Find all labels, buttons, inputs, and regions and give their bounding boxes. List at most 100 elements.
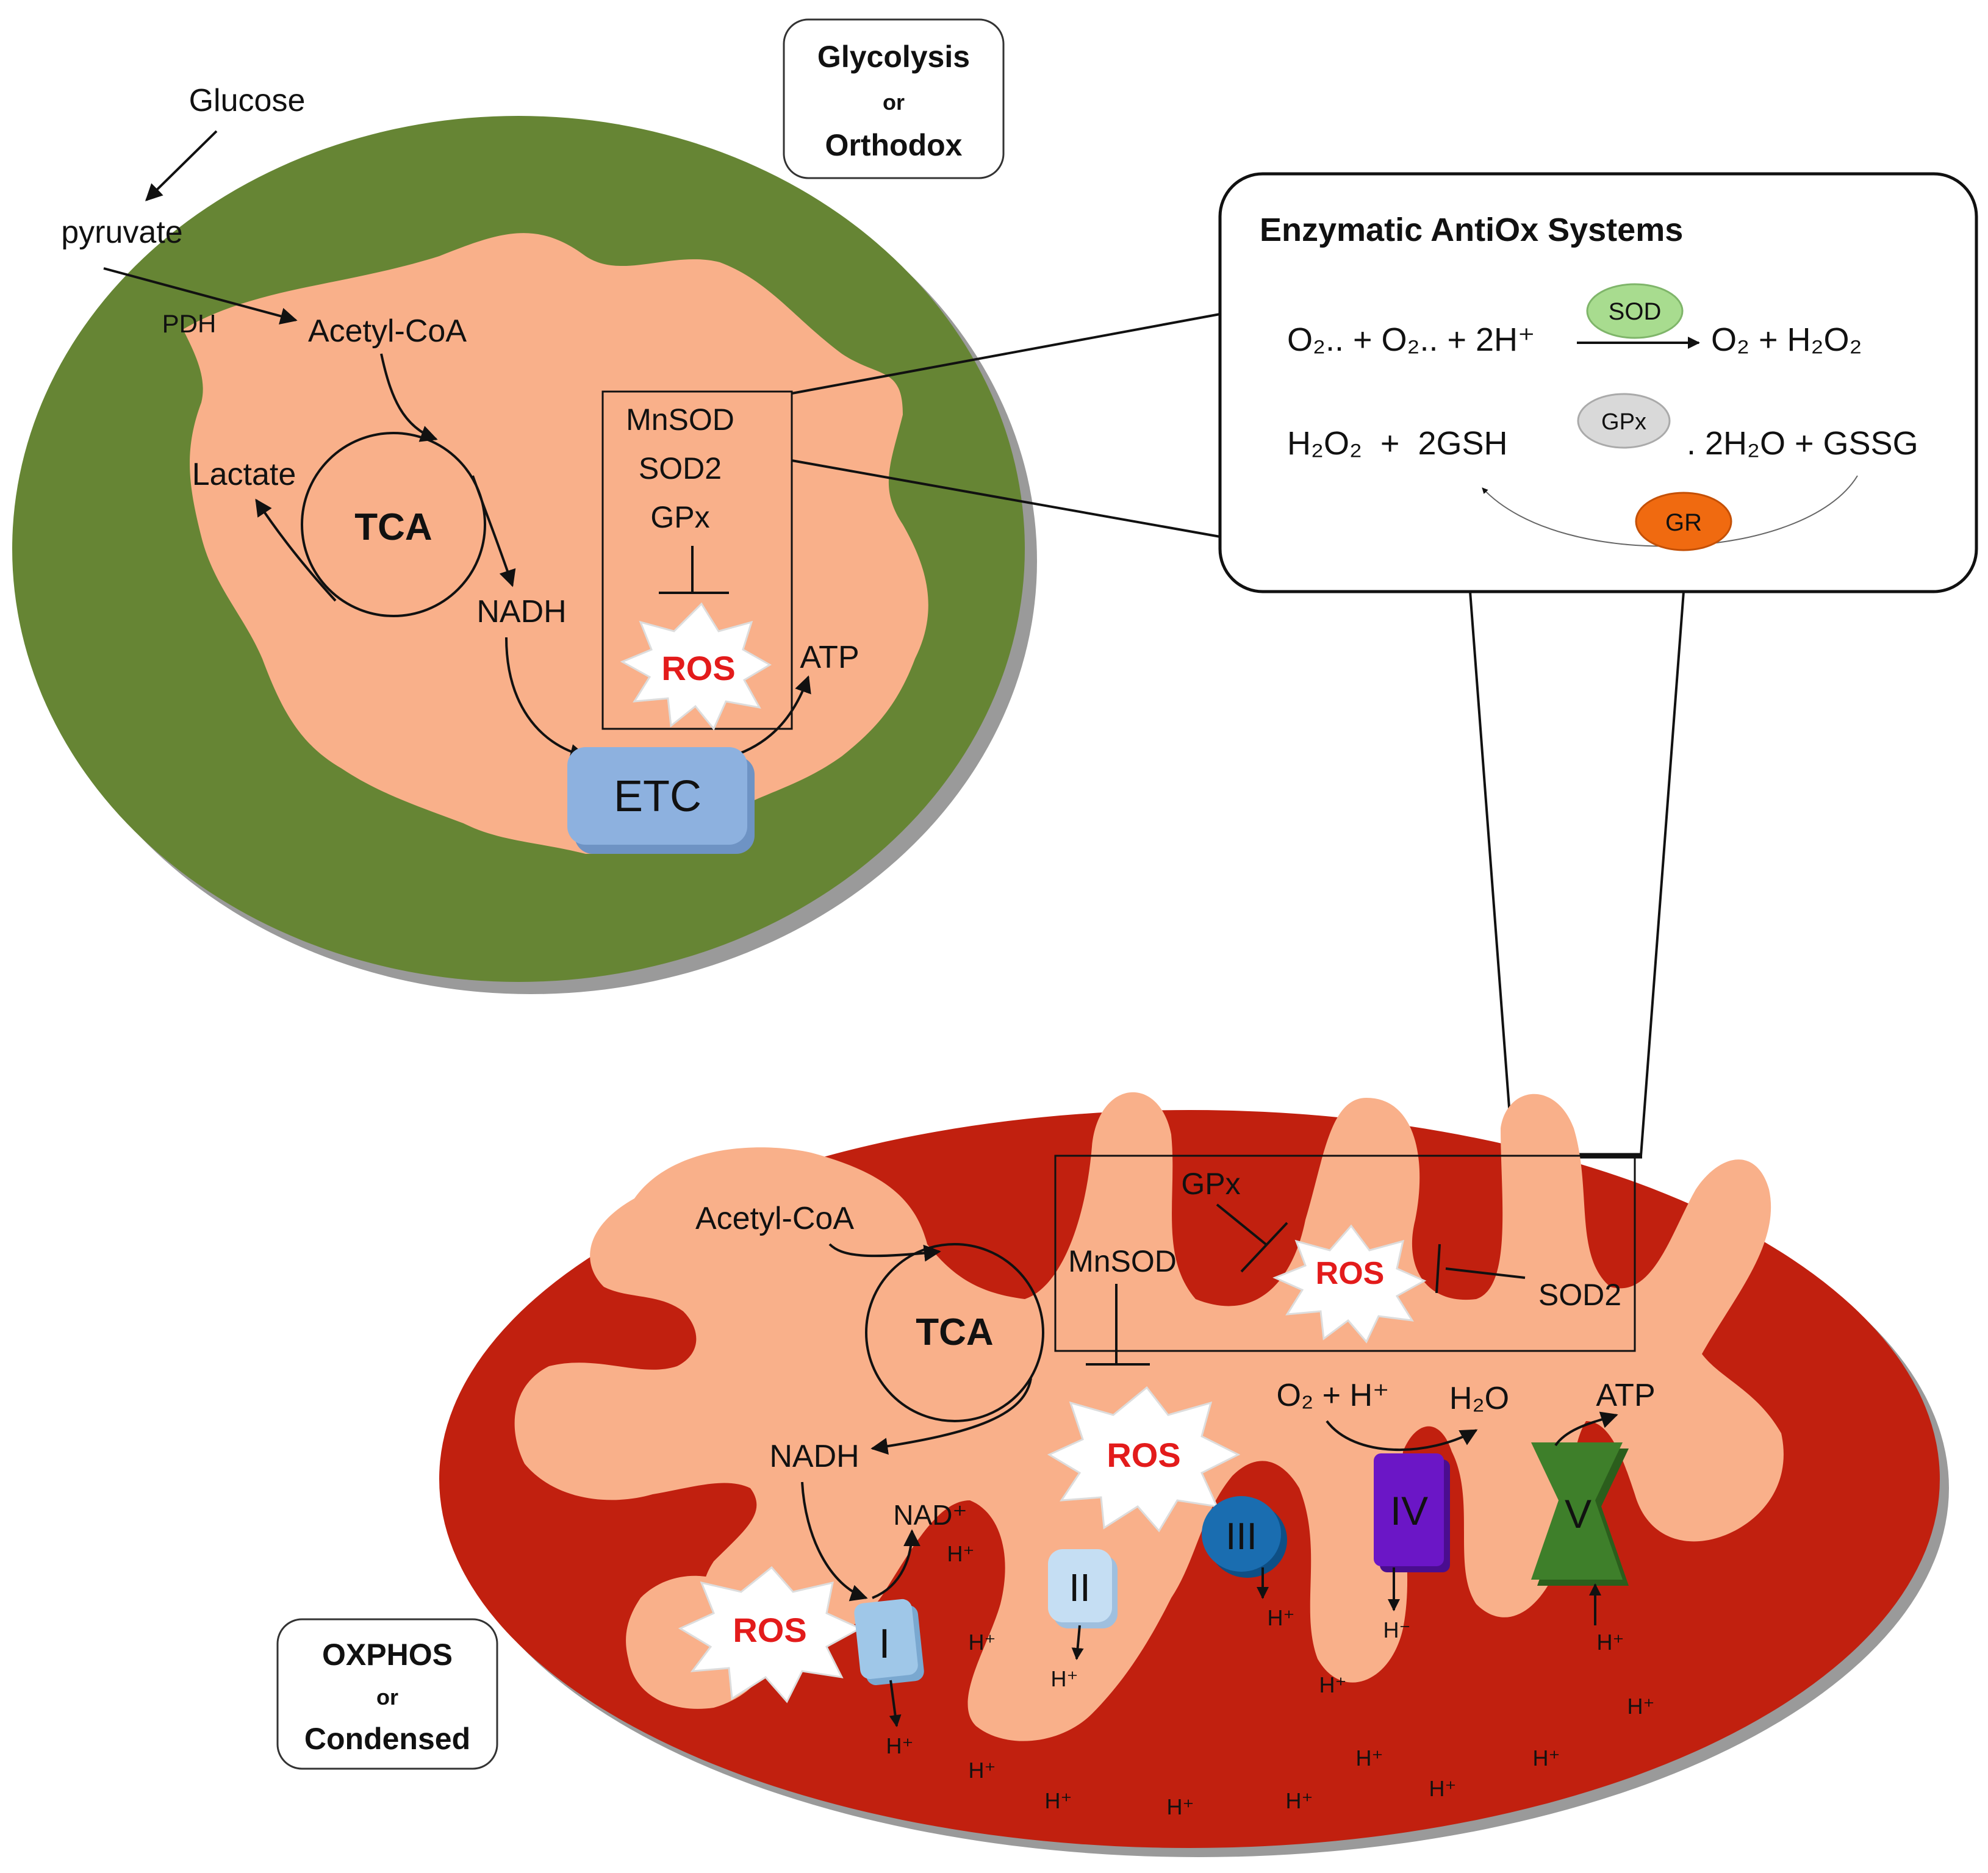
tca-to-nadh-arrow [472,475,516,587]
callout-bottom-line-2 [1640,591,1685,1156]
bottom-tca-to-nadh-arrow [870,1378,1032,1455]
complex-i-proton-arrow [889,1680,902,1727]
bottom-gpx-label: GPx [1181,1167,1240,1201]
nadh-to-complex-i-arrow [801,1481,868,1602]
gpx-badge [1577,393,1671,449]
complex-v: V [1531,1442,1629,1586]
proton-label: H⁺ [1356,1746,1383,1771]
orthodox-label: Orthodox [825,128,963,162]
oxphos-label-box: OXPHOS or Condensed [276,1618,498,1770]
complex-ii-proton-arrow [1071,1625,1084,1660]
glycolysis-label-box: Glycolysis or Orthodox [783,18,1005,179]
bottom-mnsod-label: MnSOD [1068,1244,1177,1278]
proton-label: H⁺ [1533,1746,1560,1771]
top-tca-cycle [301,432,486,617]
complex-i-label: I [879,1621,891,1667]
proton-label: H⁺ [1597,1630,1624,1655]
o2-h-label: O₂ + H⁺ [1277,1378,1390,1413]
gr-badge [1635,492,1732,551]
antiox-eq2-right: . 2H₂O + GSSG [1687,425,1918,462]
proton-label: H⁺ [1429,1776,1457,1801]
top-gpx-label: GPx [650,500,709,534]
proton-label: H⁺ [886,1733,914,1758]
acetyl-into-tca-arrow [380,353,438,442]
proton-labels: H⁺ H⁺ H⁺ H⁺ H⁺ H⁺ H⁺ H⁺ H⁺ H⁺ H⁺ H⁺ H⁺ H… [886,1541,1655,1819]
nadh-to-etc-arrow [505,637,587,761]
top-atp-label: ATP [800,640,859,675]
complex-i-to-nad-arrow [872,1529,920,1599]
bottom-sod2-inhibit-bar [1435,1244,1441,1294]
oxphos-or-label: or [376,1685,398,1710]
proton-label: H⁺ [1167,1794,1194,1819]
proton-label: H⁺ [1319,1672,1347,1697]
top-ros-label: ROS [661,649,735,687]
proton-label: H⁺ [1627,1694,1655,1719]
proton-label: H⁺ [1051,1666,1078,1691]
complex-ii-label: II [1069,1566,1091,1610]
bottom-sod2-inhibit-stem [1445,1267,1526,1279]
etc-block [567,747,747,845]
h2o-label: H₂O [1449,1381,1509,1416]
gr-badge-label: GR [1665,509,1702,536]
complex-i: I [854,1599,924,1685]
proton-label: H⁺ [969,1630,996,1655]
bottom-ros-inner-label: ROS [1316,1256,1385,1291]
top-mnsod-label: MnSOD [626,403,734,437]
bottom-tca-label: TCA [916,1311,993,1353]
complex-iv-label: IV [1390,1488,1428,1533]
etc-to-atp-arrow [731,675,811,757]
glucose-to-pyruvate-arrow [145,130,218,201]
nad-label: NAD⁺ [893,1499,967,1531]
tca-to-lactate-arrow [255,498,337,602]
bottom-ros-box [1054,1155,1636,1352]
proton-minus-label: H⁻ [1383,1617,1411,1642]
bottom-sod2-label: SOD2 [1538,1278,1621,1312]
bottom-ros-left-label: ROS [733,1611,806,1649]
bottom-atp-label: ATP [1596,1378,1655,1413]
top-sod2-label: SOD2 [639,451,722,485]
gpx-badge-label: GPx [1601,409,1646,435]
bottom-nadh-label: NADH [769,1439,859,1474]
bottom-ros-middle-label: ROS [1107,1436,1180,1474]
top-nadh-label: NADH [476,594,566,629]
antiox-panel-box [1218,172,1978,593]
antiox-eq1-left: O₂.. + O₂.. + 2H⁺ [1287,321,1535,358]
glycolysis-label: Glycolysis [817,40,970,74]
glycolysis-mitochondrion [12,116,1037,994]
o2-to-h2o-arrow [1326,1420,1478,1452]
top-acetyl-coa-label: Acetyl-CoA [308,313,467,349]
proton-label: H⁺ [947,1541,975,1566]
bottom-ros-burst-middle [1047,1386,1241,1533]
pyruvate-to-acetyl-arrow [103,267,298,324]
bottom-gpx-inhibit-stem [1216,1203,1267,1245]
bottom-ros-burst-inner [1272,1224,1427,1344]
condensed-label: Condensed [304,1722,470,1756]
complex-v-label: V [1565,1491,1591,1536]
complex-iii: III [1202,1496,1287,1578]
antiox-eq1-right: O₂ + H₂O₂ [1711,321,1862,358]
bottom-ros-burst-left [678,1566,863,1703]
lactate-label: Lactate [192,457,296,492]
pdh-label: PDH [162,309,217,338]
etc-label: ETC [614,772,702,821]
complex-ii: II [1048,1549,1118,1628]
top-ros-burst [620,602,772,731]
sod-badge [1586,283,1684,339]
complex-iii-label: III [1225,1516,1257,1558]
proton-label: H⁺ [1268,1605,1295,1630]
top-ros-box [601,390,793,730]
proton-label: H⁺ [1286,1788,1313,1813]
top-tca-label: TCA [354,506,432,548]
callout-bottom-line-1 [1469,591,1514,1156]
complex-v-to-atp-arrow [1554,1411,1618,1447]
bottom-tca-cycle [865,1243,1044,1422]
pyruvate-label: pyruvate [61,215,182,250]
bottom-acetyl-coa-label: Acetyl-CoA [695,1201,854,1236]
callout-top-line-1 [791,313,1221,395]
glycolysis-or-label: or [883,90,905,115]
proton-label: H⁺ [969,1758,996,1783]
antiox-eq2-left: H₂O₂ + 2GSH [1287,425,1508,462]
proton-label: H⁺ [1045,1788,1072,1813]
